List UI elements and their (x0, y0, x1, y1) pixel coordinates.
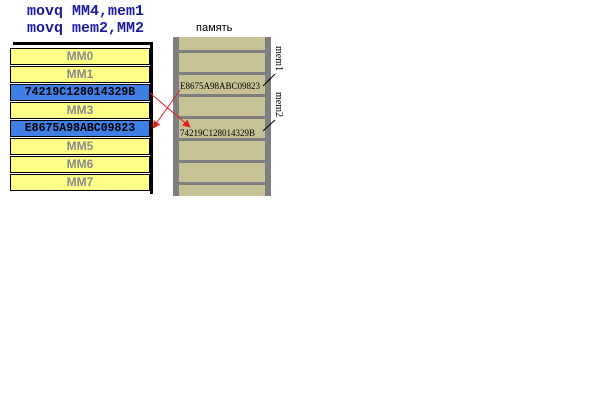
register-mm7: MM7 (10, 174, 150, 191)
memory-divider (179, 50, 265, 53)
memory-divider (179, 160, 265, 163)
leader-mem2 (262, 119, 276, 132)
arrow-mem1-to-mm4 (152, 89, 181, 129)
memory-value-mem1: E8675A98ABC09823 (180, 81, 261, 91)
instruction-2: movq mem2,MM2 (27, 20, 145, 37)
instruction-1: movq MM4,mem1 (27, 3, 145, 20)
leader-mem1 (262, 73, 276, 87)
register-mm3: MM3 (10, 102, 150, 119)
arrow-mm2-to-mem2 (149, 92, 191, 128)
memory-divider (179, 94, 265, 97)
register-mm5: MM5 (10, 138, 150, 155)
memory-divider (179, 138, 265, 141)
register-mm2: 74219C128014329B (10, 84, 150, 101)
memory-divider (179, 182, 265, 185)
memory-block (173, 37, 271, 196)
register-file-shadow-right (150, 42, 153, 194)
label-mem1: mem1 (273, 46, 284, 71)
memory-value-mem2: 74219C128014329B (180, 128, 256, 138)
memory-divider (179, 116, 265, 119)
memory-divider (179, 72, 265, 75)
label-mem2: mem2 (273, 92, 284, 117)
register-mm0: MM0 (10, 48, 150, 65)
register-mm1: MM1 (10, 66, 150, 83)
register-mm4: E8675A98ABC09823 (10, 120, 150, 137)
register-mm6: MM6 (10, 156, 150, 173)
register-file-shadow-top (13, 42, 153, 45)
memory-title: память (196, 22, 233, 34)
